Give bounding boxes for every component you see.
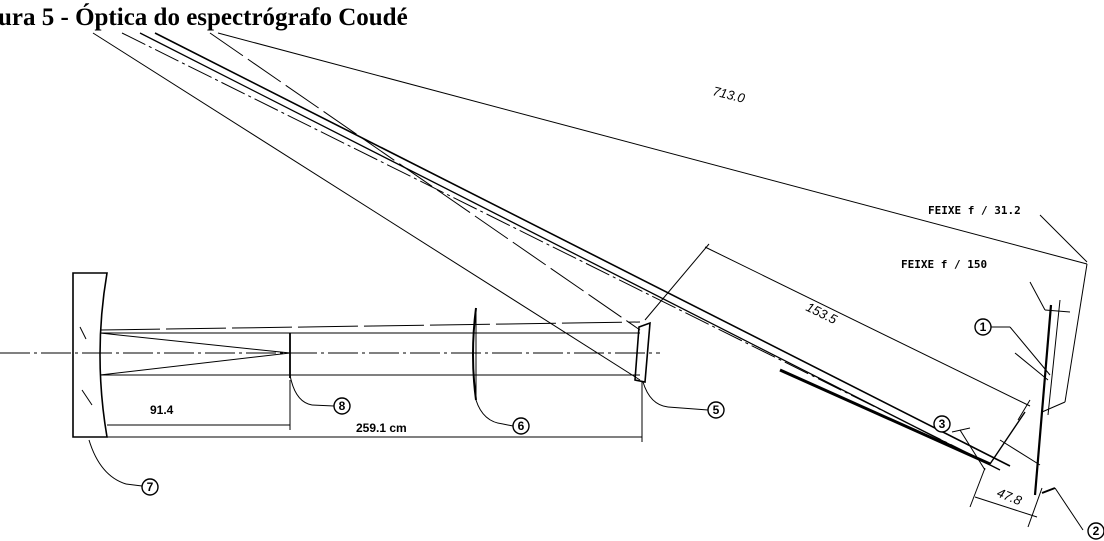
svg-text:1: 1 bbox=[980, 320, 987, 334]
beam-f312-label: FEIXE f / 31.2 bbox=[928, 204, 1021, 217]
incoming-beam-outer bbox=[92, 32, 641, 381]
incoming-beam-secondary bbox=[209, 32, 641, 331]
callout-8: 8 bbox=[311, 397, 351, 415]
callout-6: 6 bbox=[502, 417, 530, 435]
incoming-beam-center bbox=[121, 32, 991, 465]
dimension-153-label: 153.5 bbox=[804, 299, 841, 327]
beam-f150-label: FEIXE f / 150 bbox=[901, 258, 987, 271]
dimension-914-label: 91.4 bbox=[150, 403, 174, 417]
svg-text:6: 6 bbox=[518, 419, 525, 433]
figure-title: ura 5 - Óptica do espectrógrafo Coudé bbox=[0, 4, 408, 31]
callout-7: 7 bbox=[125, 478, 159, 496]
callout-1: 1 bbox=[974, 318, 1051, 376]
dimension-2591-label: 259.1 cm bbox=[356, 421, 407, 435]
incoming-beam-lower bbox=[139, 32, 1001, 471]
element-6 bbox=[472, 307, 477, 401]
svg-text:7: 7 bbox=[147, 480, 154, 494]
incoming-beam-upper bbox=[154, 32, 1011, 467]
svg-text:5: 5 bbox=[713, 403, 720, 417]
svg-text:2: 2 bbox=[1093, 524, 1100, 538]
callout-2: 2 bbox=[1087, 522, 1104, 540]
dimension-713-label: 713.0 bbox=[711, 83, 747, 106]
callout-3: 3 bbox=[933, 415, 951, 433]
svg-text:8: 8 bbox=[339, 399, 346, 413]
mirror-7 bbox=[72, 272, 108, 438]
dimension-153-line bbox=[704, 246, 1031, 407]
svg-text:3: 3 bbox=[939, 417, 946, 431]
dimension-713-line bbox=[217, 32, 1088, 265]
element-5 bbox=[634, 321, 651, 383]
callout-5: 5 bbox=[667, 401, 725, 419]
